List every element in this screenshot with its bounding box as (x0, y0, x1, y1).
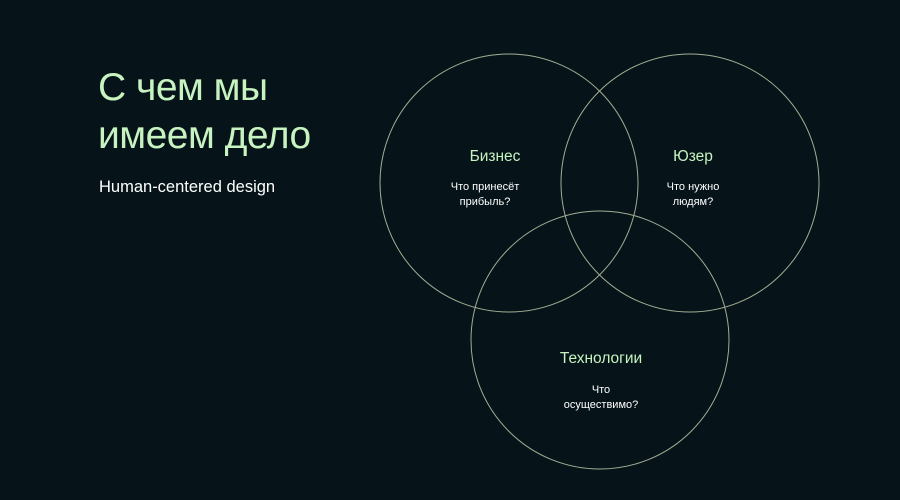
slide-title: С чем мы имеем дело (98, 64, 311, 160)
venn-question-tech-line-1: Что (591, 384, 611, 396)
venn-label-user: Юзер (673, 148, 713, 165)
venn-question-business-line-2: прибыль? (459, 196, 511, 208)
venn-question-user-line-2: людям? (672, 196, 714, 208)
slide-title-line-1: С чем мы (98, 66, 268, 109)
venn-circle-tech (470, 210, 730, 470)
venn-label-business: Бизнес (469, 148, 521, 165)
venn-question-user-line-1: Что нужно (666, 181, 720, 193)
venn-question-business-line-1: Что принесёт (450, 181, 520, 193)
venn-question-tech-line-2: осуществимо? (563, 399, 639, 411)
venn-circle-business (379, 53, 639, 313)
venn-circle-user (560, 53, 820, 313)
slide-title-line-2: имеем дело (98, 114, 311, 157)
venn-question-user: Что нужно людям? (613, 180, 773, 210)
venn-label-tech: Технологии (559, 350, 643, 367)
venn-question-tech: Что осуществимо? (521, 383, 681, 413)
slide-subtitle: Human-centered design (99, 178, 276, 196)
venn-question-business: Что принесёт прибыль? (405, 180, 565, 210)
